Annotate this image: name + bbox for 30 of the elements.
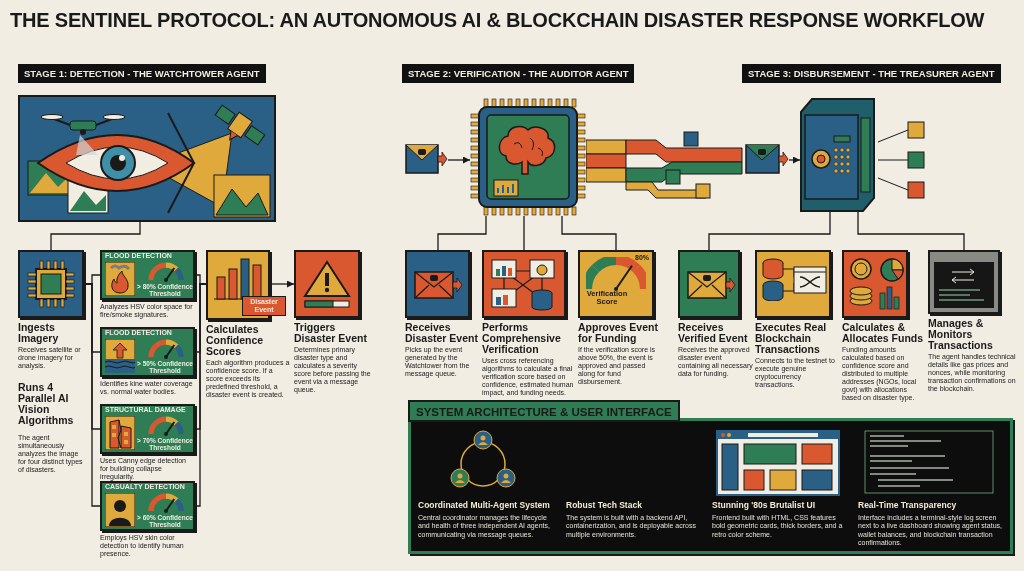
step-heading: Performs Comprehensive Verification [482,322,562,355]
feature-title: Stunning '80s Brutalist UI [712,500,816,510]
step-heading: Calculates Confidence Scores [206,324,265,357]
connector-line [437,215,487,251]
step-heading: Runs 4 Parallel AI Vision Algorithms [18,382,75,426]
step-heading: Receives Verified Event [678,322,749,344]
connector-line [50,221,141,251]
feature-title: Coordinated Multi-Agent System [418,500,550,510]
feature-title: Real-Time Transparency [858,500,957,510]
stage-heading: STAGE 2: VERIFICATION - THE AUDITOR AGENT [402,64,635,83]
step-heading: Ingests Imagery [18,322,60,344]
connector-line [523,215,525,251]
feature-title: Robust Tech Stack [566,500,642,510]
step-heading: Approves Event for Funding [578,322,659,344]
connector-line [83,283,101,507]
connector-line [561,215,617,251]
section-tab: SYSTEM ARCHITECTURE & USER INTERFACE [408,400,680,422]
step-heading: Calculates & Allocates Funds [842,322,924,344]
step-heading: Manages & Monitors Transactions [928,318,994,351]
stage-heading: STAGE 1: DETECTION - THE WATCHTOWER AGENT [18,64,266,83]
arrow [788,156,801,164]
title-heading: THE SENTINEL PROTOCOL: AN AUTONOMOUS AI & BLOCKCHAIN DISASTER RESPONSE WORKFLOW [10,9,985,32]
stage-heading: STAGE 3: DISBURSEMENT - THE TREASURER AGENT [742,64,1001,83]
arrow [269,280,295,288]
connector-line [857,211,965,251]
step-heading: Executes Real Blockchain Transactions [755,322,828,355]
step-heading: Receives Disaster Event [405,322,479,344]
step-heading: Triggers Disaster Event [294,322,368,344]
connector-line [708,211,831,251]
arrow [447,156,471,164]
